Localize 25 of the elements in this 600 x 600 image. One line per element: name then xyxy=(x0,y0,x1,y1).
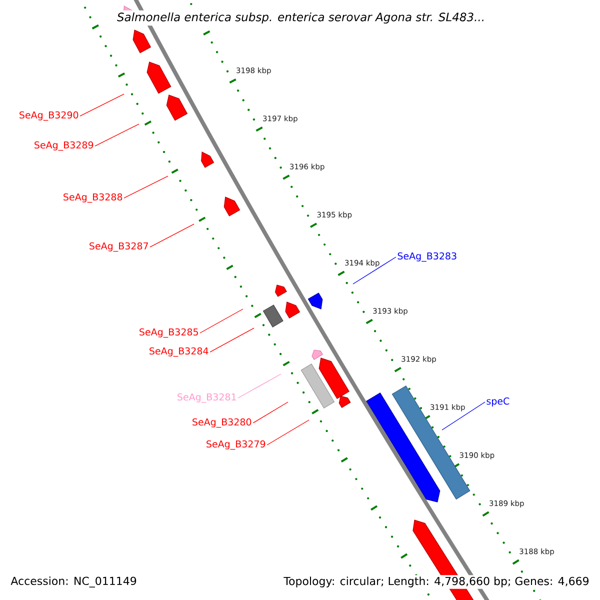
leader-line xyxy=(80,94,124,116)
gene-label: SeAg_B3281 xyxy=(178,393,236,403)
leader-line xyxy=(200,308,244,334)
leader-line xyxy=(252,402,288,424)
gene-label: SeAg_B3290 xyxy=(20,111,78,121)
gene-label: SeAg_B3283 xyxy=(398,252,456,262)
gene-label: SeAg_B3280 xyxy=(192,418,252,428)
gene-label: SeAg_B3288 xyxy=(64,193,122,203)
gene-label: SeAg_B3289 xyxy=(34,141,94,151)
leader-line xyxy=(238,374,282,398)
leader-line xyxy=(442,402,486,430)
leader-line xyxy=(210,328,254,352)
gene-label: speC xyxy=(486,397,510,407)
gene-label: SeAg_B3279 xyxy=(206,440,266,450)
leader-line xyxy=(124,176,168,198)
footer-text: Topology: circular; Length: 4,798,660 bp; Genes: 4,669 xyxy=(282,575,591,589)
title: Salmonella enterica subsp. enterica serovar Agona str. SL483... xyxy=(115,10,488,26)
leader-line xyxy=(352,256,396,284)
leader-line xyxy=(150,224,194,248)
gene-label: SeAg_B3287 xyxy=(90,242,148,252)
gene-label: SeAg_B3284 xyxy=(150,347,208,357)
leader-line xyxy=(266,420,310,446)
gene-label: SeAg_B3285 xyxy=(140,328,198,338)
leader-line xyxy=(94,124,140,146)
footer-text: Accession: NC_011149 xyxy=(9,575,138,589)
